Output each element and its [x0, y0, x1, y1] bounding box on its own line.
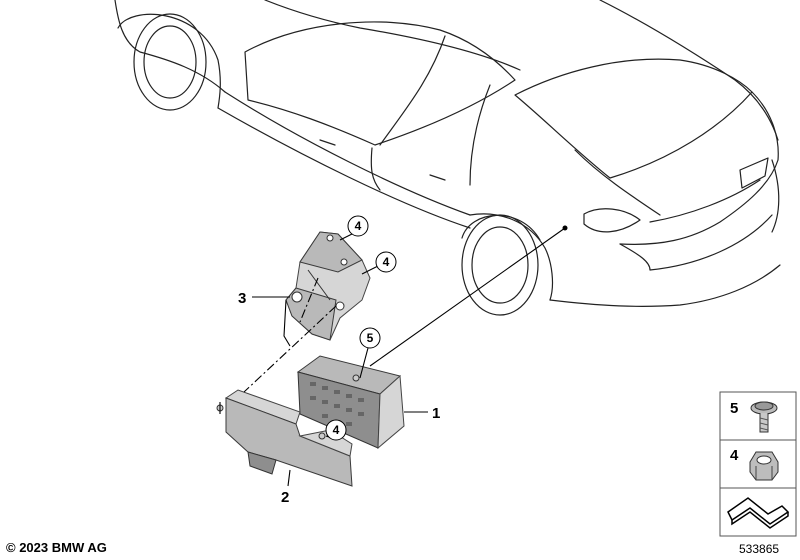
legend-item-5: 5 [719, 391, 797, 441]
callout-4-top: 4 [347, 215, 369, 237]
callout-5-label: 5 [367, 331, 374, 345]
car-outline [114, 0, 781, 316]
bracket-shape-icon [727, 497, 790, 529]
callout-4-top-label: 4 [355, 219, 362, 233]
legend-item-5-number: 5 [730, 400, 738, 417]
control-module-part-1 [296, 355, 405, 450]
holder-part-2 [216, 389, 353, 487]
legend-item-4-number: 4 [730, 447, 739, 464]
torx-screw-icon [750, 401, 778, 433]
callout-5: 5 [359, 327, 381, 349]
legend-item-4: 4 [719, 439, 797, 489]
callout-3: 3 [238, 290, 246, 307]
callout-4-middle-label: 4 [383, 255, 390, 269]
callout-2: 2 [281, 489, 289, 506]
hex-nut-icon [749, 451, 779, 481]
callout-1: 1 [432, 405, 440, 422]
callout-4-bottom: 4 [325, 419, 347, 441]
alignment-lines [243, 277, 337, 393]
copyright-notice: © 2023 BMW AG [6, 540, 107, 555]
legend-item-bracket [719, 487, 797, 537]
diagram-number: 533865 [739, 542, 780, 556]
callout-4-bottom-label: 4 [333, 423, 340, 437]
location-leader [369, 225, 568, 367]
bracket-part-3 [283, 231, 371, 347]
callout-4-middle: 4 [375, 251, 397, 273]
